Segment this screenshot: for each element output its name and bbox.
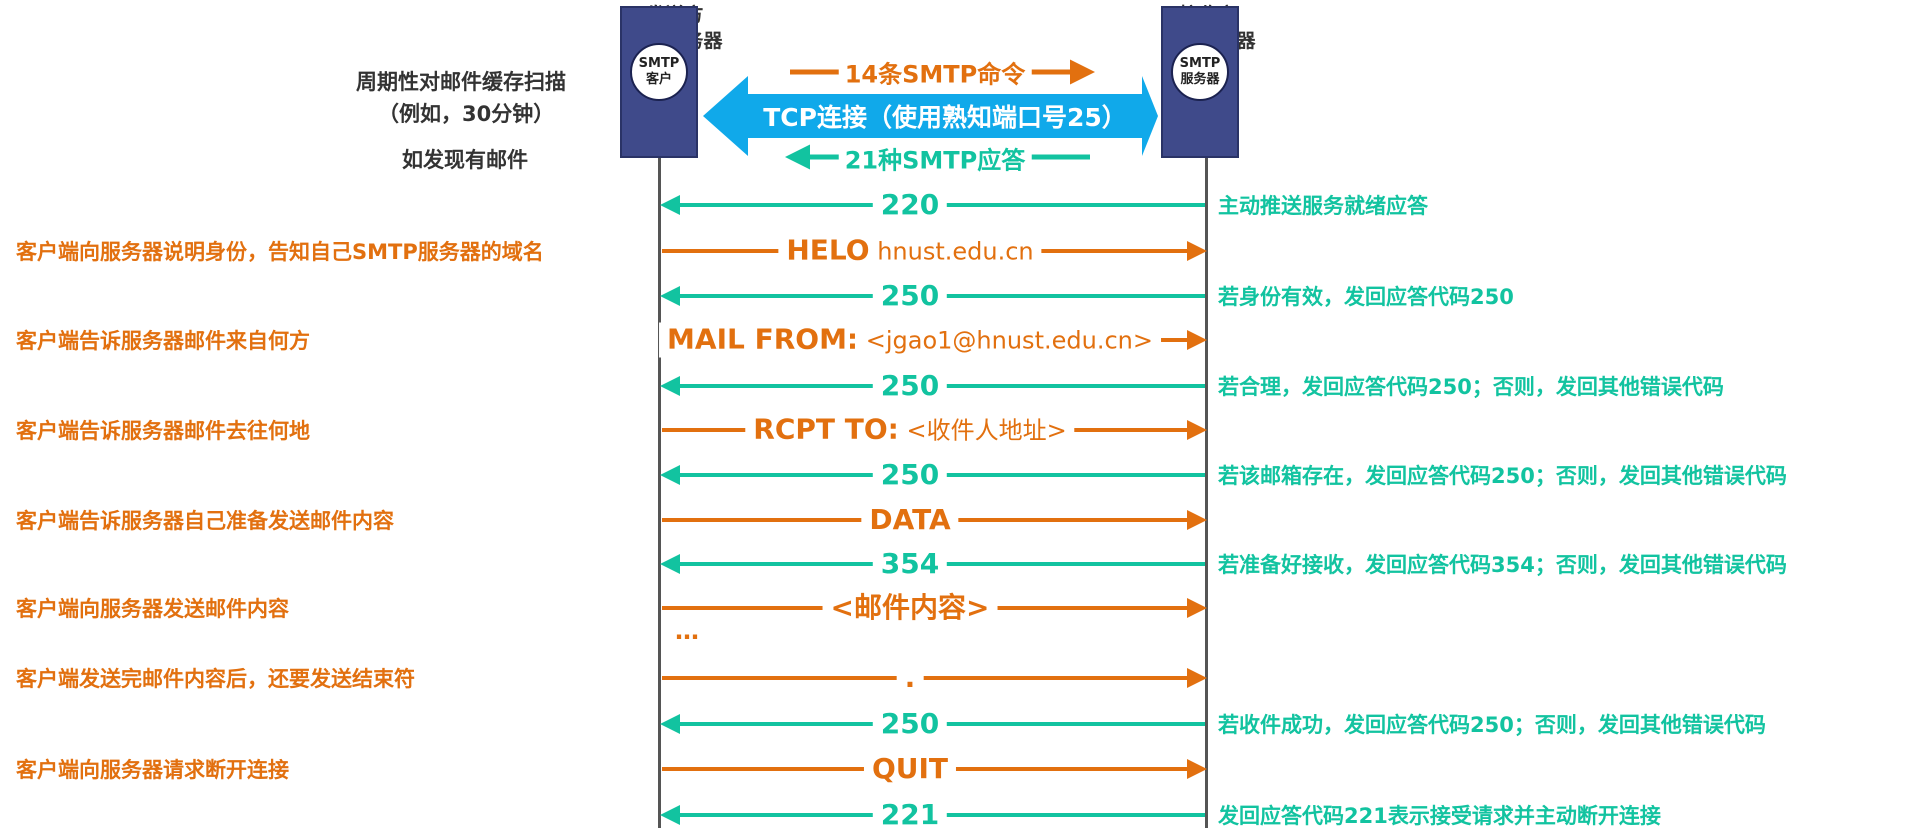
reply-code: 250 (872, 369, 948, 403)
message-name: 250 (880, 279, 940, 312)
smtp-server-node: SMTP 服务器 (1161, 6, 1239, 158)
client-step-note: 客户端向服务器请求断开连接 (16, 758, 289, 782)
scan-note-line2: （例如，30分钟） (378, 102, 555, 126)
message-name: DATA (869, 503, 951, 536)
reply-code: 250 (872, 458, 948, 492)
message-name: 221 (880, 798, 940, 831)
message-argument: <收件人地址> (898, 416, 1067, 445)
message-argument: <jgao1@hnust.edu.cn> (858, 326, 1153, 355)
reply-code: 354 (872, 547, 948, 581)
reply-code: 250 (872, 707, 948, 741)
reply-code: 221 (872, 798, 948, 832)
server-step-note: 发回应答代码221表示接受请求并主动断开连接 (1218, 804, 1661, 828)
command-label: <邮件内容> (822, 591, 998, 625)
message-name: 250 (880, 707, 940, 740)
client-step-note: 客户端向服务器发送邮件内容 (16, 597, 289, 621)
server-step-note: 若该邮箱存在，发回应答代码250；否则，发回其他错误代码 (1218, 464, 1787, 488)
scan-note-line3: 如发现有邮件 (402, 148, 528, 172)
client-step-note: 客户端告诉服务器邮件去往何地 (16, 419, 310, 443)
server-step-note: 若身份有效，发回应答代码250 (1218, 285, 1514, 309)
message-name: 250 (880, 369, 940, 402)
message-name: 354 (880, 547, 940, 580)
message-name: <邮件内容> (830, 591, 990, 624)
smtp-server-label-line1: SMTP (1179, 56, 1221, 71)
message-name: RCPT TO: (753, 412, 899, 446)
message-name: 220 (880, 188, 940, 221)
commands-label: 14条SMTP命令 (838, 54, 1032, 90)
smtp-client-label-line2: 客户 (645, 72, 672, 87)
client-step-note: 客户端告诉服务器自己准备发送邮件内容 (16, 509, 394, 533)
server-lifeline (1205, 158, 1208, 828)
message-name: 250 (880, 458, 940, 491)
server-step-note: 若准备好接收，发回应答代码354；否则，发回其他错误代码 (1218, 553, 1787, 577)
command-label: . (896, 661, 924, 695)
message-name: MAIL FROM: (667, 322, 859, 356)
command-label: QUIT (863, 752, 957, 786)
smtp-server-circle: SMTP 服务器 (1171, 43, 1229, 101)
server-step-note: 主动推送服务就绪应答 (1218, 194, 1428, 218)
ellipsis: … (675, 617, 699, 645)
tcp-connection-label: TCP连接（使用熟知端口号25） (763, 103, 1127, 132)
smtp-client-node: SMTP 客户 (620, 6, 698, 158)
reply-code: 220 (872, 188, 948, 222)
message-name: QUIT (871, 752, 949, 785)
smtp-client-label-line1: SMTP (638, 56, 680, 71)
message-name: . (904, 661, 916, 694)
client-step-note: 客户端发送完邮件内容后，还要发送结束符 (16, 667, 415, 691)
command-label: DATA (861, 503, 959, 537)
message-argument: hnust.edu.cn (869, 237, 1034, 266)
server-step-note: 若合理，发回应答代码250；否则，发回其他错误代码 (1218, 375, 1724, 399)
tcp-connection-arrow (703, 76, 1158, 156)
smtp-client-circle: SMTP 客户 (630, 43, 688, 101)
command-label: RCPT TO: <收件人地址> (745, 412, 1075, 448)
scan-note-line1: 周期性对邮件缓存扫描 (356, 70, 566, 94)
client-lifeline (658, 158, 661, 828)
command-label: MAIL FROM: <jgao1@hnust.edu.cn> (659, 322, 1161, 358)
client-step-note: 客户端向服务器说明身份，告知自己SMTP服务器的域名 (16, 240, 544, 264)
smtp-server-label-line2: 服务器 (1180, 72, 1220, 87)
command-label: HELO hnust.edu.cn (778, 233, 1042, 269)
server-step-note: 若收件成功，发回应答代码250；否则，发回其他错误代码 (1218, 713, 1766, 737)
client-step-note: 客户端告诉服务器邮件来自何方 (16, 329, 310, 353)
reply-code: 250 (872, 279, 948, 313)
replies-label: 21种SMTP应答 (838, 140, 1032, 176)
message-name: HELO (786, 233, 870, 267)
